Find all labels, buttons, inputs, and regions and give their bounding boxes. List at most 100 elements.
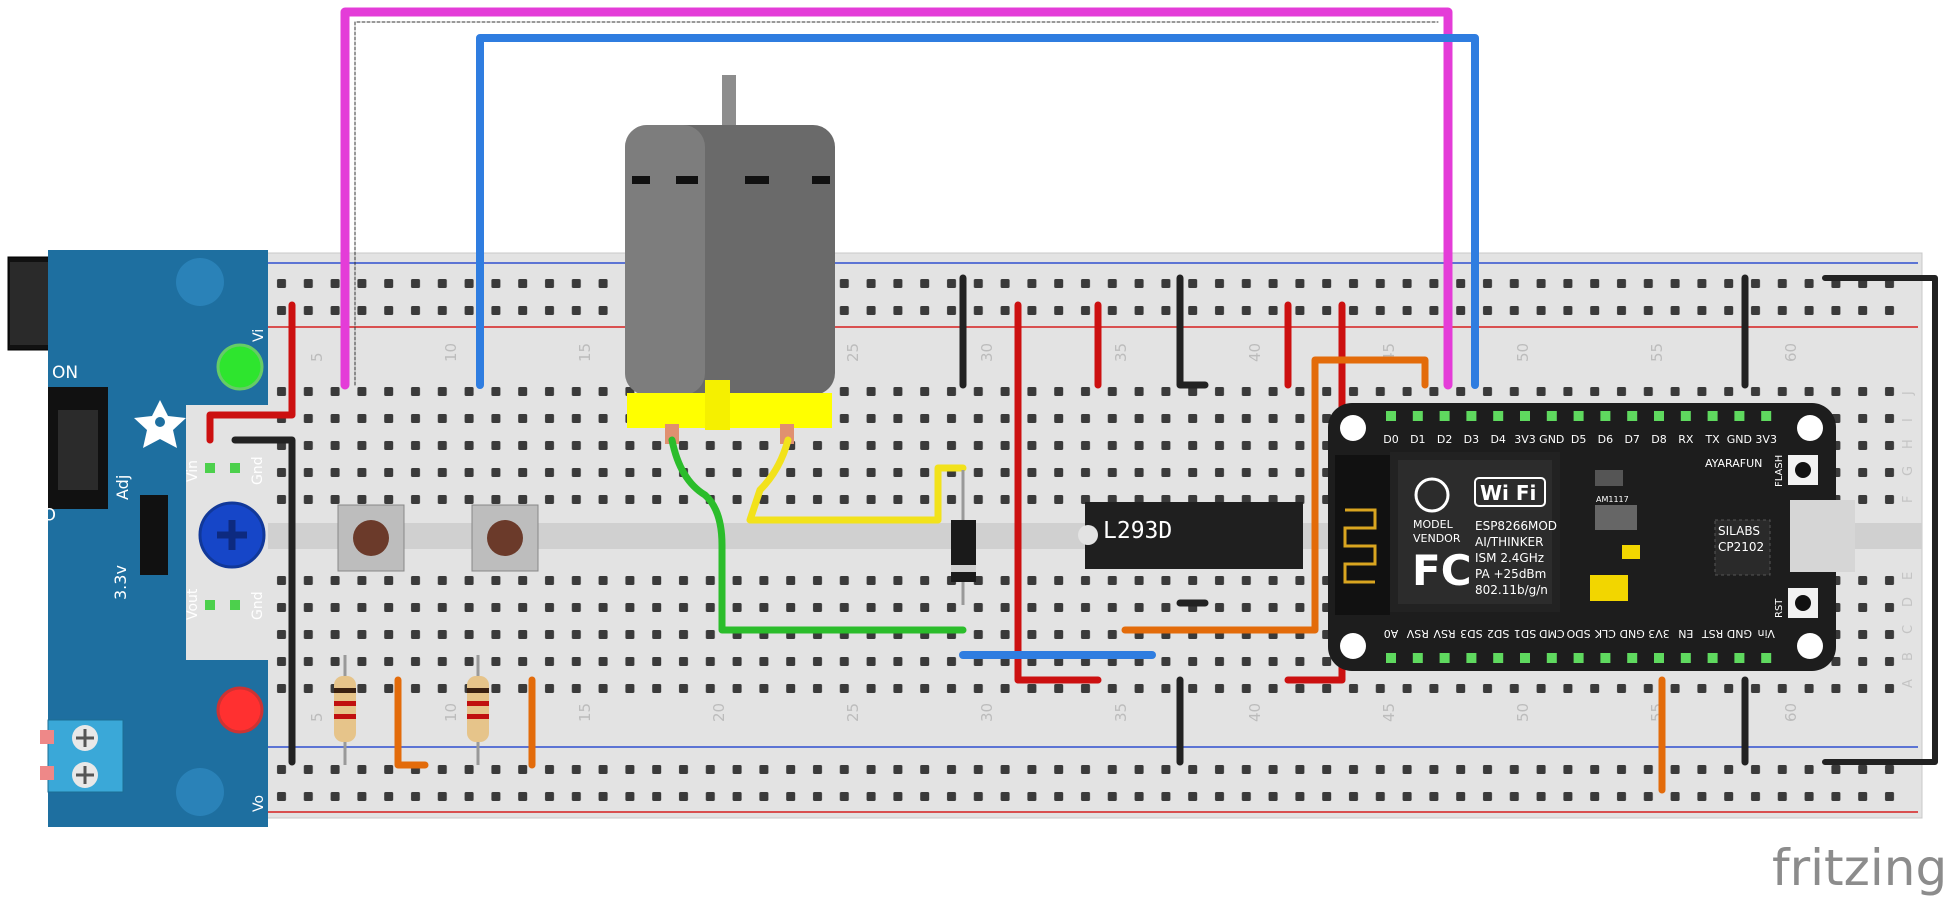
power-supply-module: ON OFF Adj 3.3v Vin Gnd Vout Gnd Vi Vo	[7, 250, 268, 827]
column-number: 10	[442, 703, 460, 722]
module-line-5: 802.11b/g/n	[1475, 583, 1548, 597]
column-number: 40	[1246, 343, 1264, 362]
pin-label: GND	[1539, 433, 1564, 446]
pin-label: CMD	[1539, 627, 1565, 640]
espressif-logo	[1414, 477, 1450, 513]
header-pin	[1439, 653, 1450, 663]
fcc-logo: FC	[1412, 546, 1472, 595]
usb-connector	[1790, 500, 1855, 572]
row-letter: B	[1901, 652, 1916, 661]
row-letter: A	[1901, 679, 1916, 688]
header-pin	[1707, 653, 1718, 663]
module-line-1: ESP8266MOD	[1475, 519, 1557, 533]
column-number: 15	[576, 703, 594, 722]
header-pin	[1654, 653, 1664, 663]
pin-label: EN	[1678, 627, 1693, 640]
column-number: 20	[710, 703, 728, 722]
pin-label: D1	[1410, 433, 1425, 446]
header-pin	[1600, 411, 1611, 421]
pin-label: D7	[1624, 433, 1639, 446]
rst-label: RST	[1774, 598, 1785, 618]
capacitor-yellow	[1590, 575, 1628, 601]
header-pin	[1627, 653, 1638, 663]
header-pin	[1600, 653, 1611, 663]
header-pins-bottom	[1386, 653, 1772, 663]
header-pin	[1439, 411, 1450, 421]
header-pin	[1493, 411, 1504, 421]
pin-label: SD3	[1460, 627, 1482, 640]
row-letter: H	[1901, 439, 1916, 449]
off-label: OFF	[23, 503, 56, 523]
push-button-2[interactable]	[471, 504, 539, 572]
pin-label: D6	[1598, 433, 1613, 446]
vin-gnd-label: Gnd	[250, 456, 266, 485]
resistor-2	[467, 655, 489, 765]
model-label: MODEL	[1413, 518, 1454, 531]
pin-label: 3V3	[1514, 433, 1536, 446]
row-letter: J	[1901, 391, 1916, 396]
vendor-label: VENDOR	[1413, 532, 1461, 545]
adj-label: Adj	[113, 475, 132, 500]
header-pins-top	[1386, 411, 1772, 421]
pin-label: TX	[1704, 433, 1720, 446]
pin-label: GND	[1727, 627, 1752, 640]
row-letter: C	[1901, 625, 1916, 634]
header-pin	[1573, 653, 1584, 663]
header-pin	[1734, 411, 1745, 421]
orange-wire-nodemcu	[1121, 356, 1429, 634]
maker-label: AYARAFUN	[1705, 457, 1762, 470]
module-line-4: PA +25dBm	[1475, 567, 1546, 581]
column-number: 50	[1514, 703, 1532, 722]
header-pin	[1573, 411, 1584, 421]
vo-label: Vo	[251, 795, 267, 812]
magenta-wire	[340, 7, 1453, 390]
pin-label: GND	[1727, 433, 1752, 446]
column-number: 40	[1246, 703, 1264, 722]
column-number: 10	[442, 343, 460, 362]
esp8266-antenna-area	[1335, 455, 1390, 615]
black-wire-rail-2	[1176, 274, 1209, 389]
column-number: 55	[1648, 343, 1666, 362]
column-number: 30	[978, 343, 996, 362]
pin-label: RSV	[1406, 627, 1429, 640]
pin-label: RX	[1678, 433, 1694, 446]
column-number: 30	[978, 703, 996, 722]
black-wire-gnd-in	[231, 436, 296, 766]
row-letter: I	[1901, 418, 1916, 422]
vi-label: Vi	[251, 329, 267, 342]
push-button-1[interactable]	[337, 504, 405, 572]
header-pin	[1680, 411, 1691, 421]
red-wire-long	[1014, 301, 1102, 684]
l293d-chip: L293D	[1078, 502, 1303, 569]
column-number: 5	[308, 712, 326, 722]
v33-label: 3.3v	[111, 565, 130, 600]
column-number: 15	[576, 343, 594, 362]
header-pin	[1493, 653, 1504, 663]
on-label: ON	[52, 363, 78, 383]
column-number: 5	[308, 352, 326, 362]
row-letter: G	[1901, 466, 1916, 476]
pin-label: GND	[1620, 627, 1645, 640]
pin-label: RSV	[1433, 627, 1456, 640]
header-pin	[1546, 411, 1557, 421]
column-number: 25	[844, 703, 862, 722]
resistor-1	[334, 655, 356, 765]
header-pin	[1680, 653, 1691, 663]
green-wire-motor	[668, 436, 967, 634]
vout-gnd-label: Gnd	[250, 591, 266, 620]
column-number: 60	[1782, 703, 1800, 722]
header-pin	[1386, 653, 1396, 663]
pin-label: CLK	[1594, 627, 1616, 640]
header-pin	[1520, 411, 1530, 421]
voltage-select-switch[interactable]	[140, 495, 168, 575]
regulator-label: AM1117	[1596, 495, 1629, 504]
usb-chip-line-1: SILABS	[1718, 524, 1760, 538]
header-pin	[1466, 653, 1477, 663]
pin-label: SD2	[1487, 627, 1509, 640]
header-pin	[1707, 411, 1718, 421]
header-pin	[1546, 653, 1557, 663]
